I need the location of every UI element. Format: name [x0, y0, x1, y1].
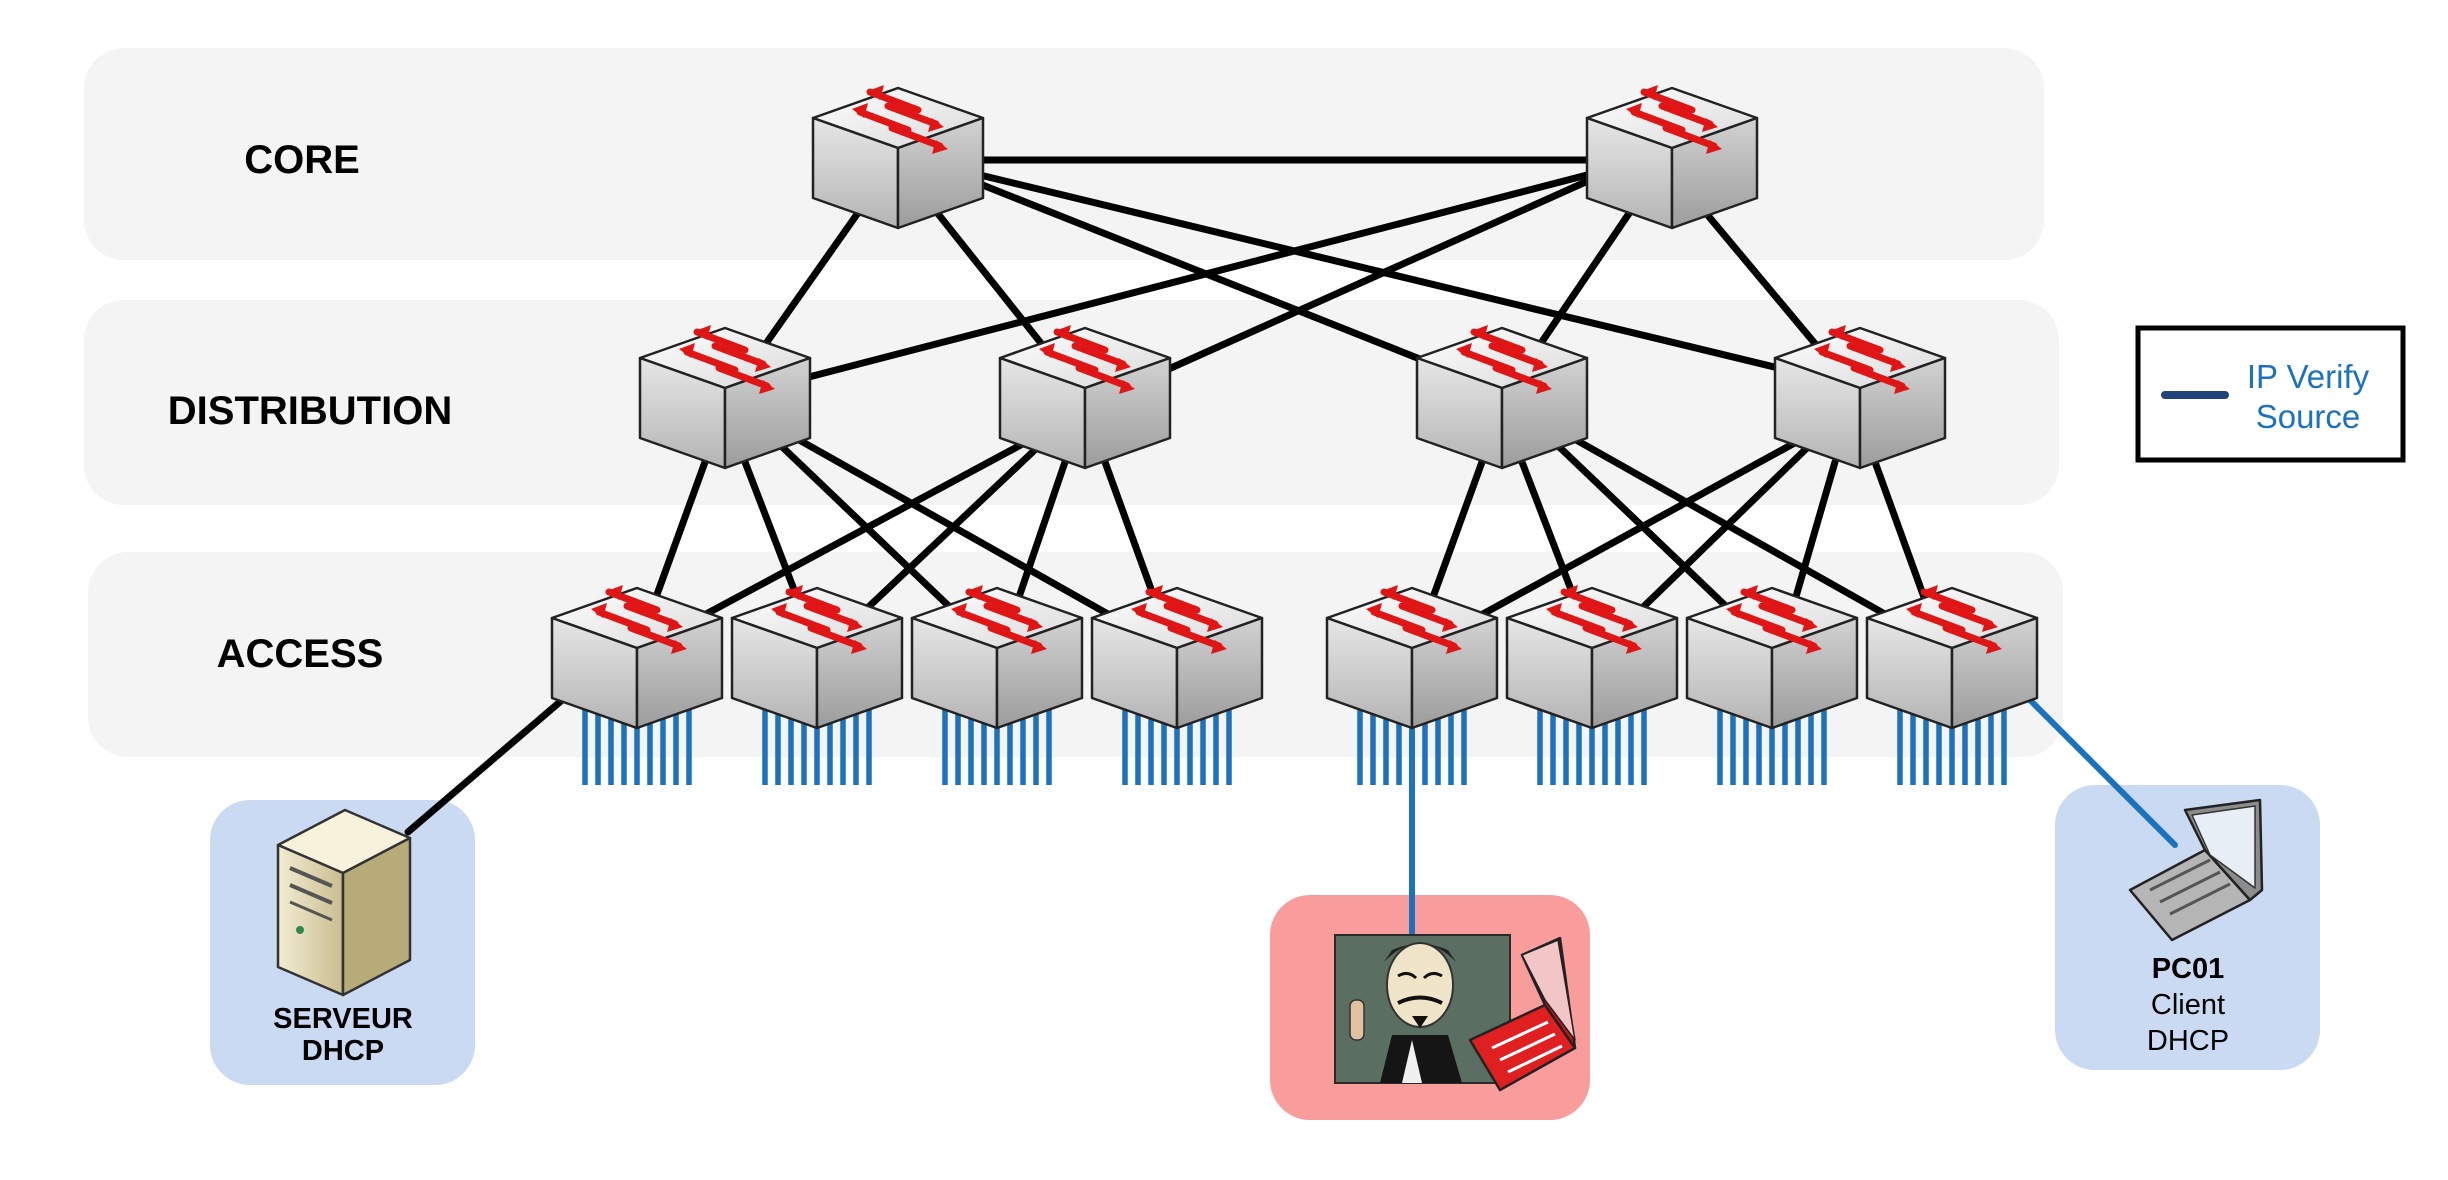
legend: IP Verify Source: [2135, 325, 2406, 463]
attacker-avatar-icon: [1334, 934, 1511, 1084]
access-layer-label: ACCESS: [217, 632, 384, 676]
client-label-line3: DHCP: [2147, 1025, 2229, 1057]
laptop-icon: [2128, 798, 2264, 942]
core-layer-band: [84, 48, 2044, 260]
client-label-line1: PC01: [2152, 953, 2225, 985]
distribution-layer-label: DISTRIBUTION: [168, 389, 452, 433]
server-label-line2: DHCP: [302, 1035, 384, 1067]
core-layer-label: CORE: [244, 138, 360, 182]
server-label-line1: SERVEUR: [273, 1003, 413, 1035]
client-label-line2: Client: [2151, 989, 2225, 1021]
network-links: [404, 156, 2178, 943]
legend-label-line2: Source: [2256, 398, 2361, 435]
legend-label-line1: IP Verify: [2247, 358, 2370, 395]
laptop-icon: [1468, 936, 1577, 1092]
server-icon: [276, 808, 412, 997]
